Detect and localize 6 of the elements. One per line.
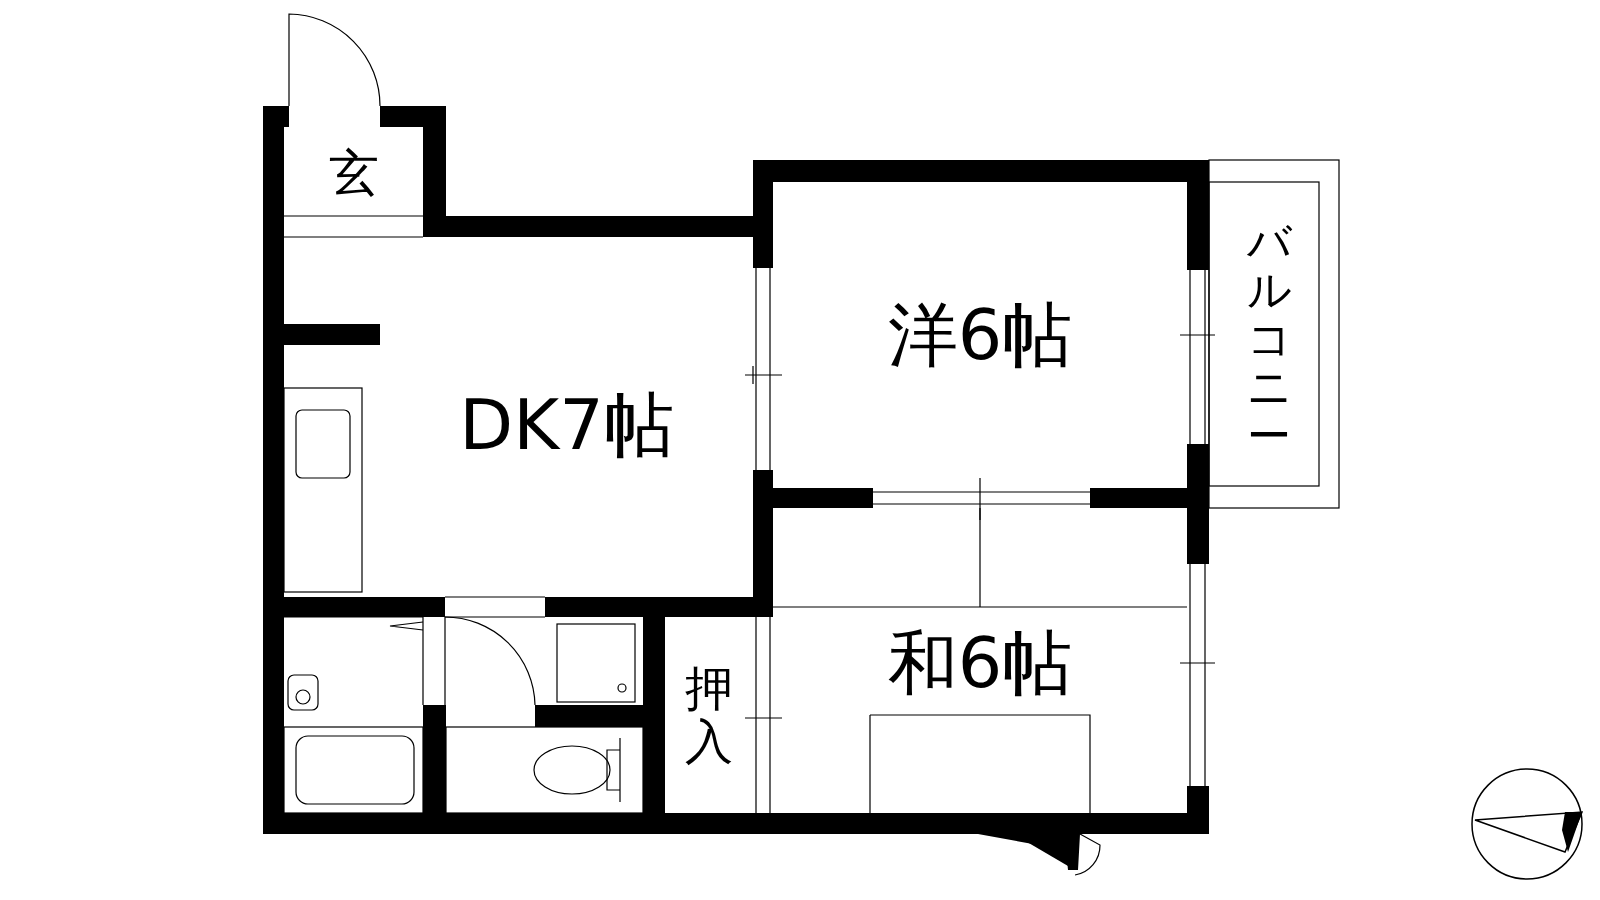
room-label: 押入 <box>685 662 733 768</box>
room-label: 洋6帖 <box>887 300 1073 370</box>
room-label: 和6帖 <box>887 627 1073 698</box>
room-label: 玄 <box>328 148 379 198</box>
room-label: DK7帖 <box>459 390 674 460</box>
room-label: バルコニー <box>1247 218 1291 460</box>
